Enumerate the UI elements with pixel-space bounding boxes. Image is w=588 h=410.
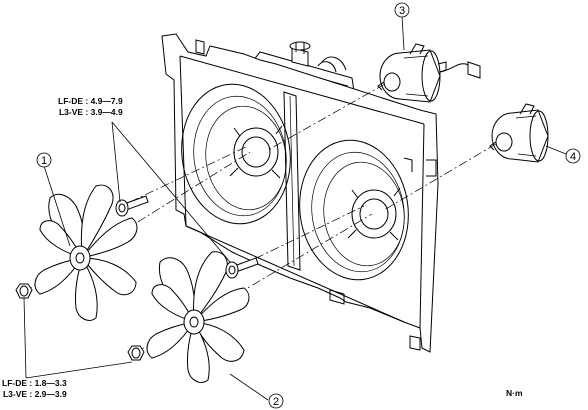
torque-spec-upper-line1: LF-DE : 4.9—7.9	[58, 96, 123, 106]
callout-4: 4	[565, 148, 581, 164]
centerline-bolt-upper	[129, 145, 249, 203]
torque-spec-lower: LF-DE : 1.8—3.3 L3-VE : 2.9—3.9	[2, 378, 67, 400]
nut-right	[127, 345, 145, 361]
bolt-lower	[225, 257, 259, 279]
torque-unit: N·m	[506, 388, 523, 398]
torque-spec-lower-line2: L3-VE : 2.9—3.9	[2, 389, 67, 399]
nut-left	[15, 283, 33, 299]
callout-2-label: 2	[273, 396, 279, 408]
leader-callout-3	[401, 15, 405, 51]
fan-motor-upper	[377, 43, 481, 103]
fan-shroud	[161, 33, 439, 353]
leader-torque-upper-b	[111, 121, 231, 263]
callout-1-label: 1	[41, 155, 47, 167]
leader-callout-4	[545, 145, 567, 155]
leader-torque-lower-b	[25, 361, 133, 379]
callout-2: 2	[268, 393, 284, 409]
centerline-fan-left	[79, 151, 251, 259]
leader-callout-1	[43, 165, 71, 247]
centerline-bolt-lower	[239, 205, 365, 267]
leader-torque-upper-a	[111, 121, 121, 203]
centerline-motor-right	[383, 143, 497, 211]
torque-spec-upper-line2: L3-VE : 3.9—4.9	[58, 107, 123, 117]
callout-3-label: 3	[399, 5, 405, 17]
callout-4-label: 4	[570, 151, 576, 163]
callout-1: 1	[36, 152, 52, 168]
cooling-fan-left	[34, 184, 138, 321]
callout-3: 3	[394, 2, 410, 18]
torque-spec-upper: LF-DE : 4.9—7.9 L3-VE : 3.9—4.9	[58, 96, 123, 118]
torque-spec-lower-line1: LF-DE : 1.8—3.3	[2, 378, 67, 388]
cooling-fan-right	[146, 251, 250, 383]
centerline-motor-upper	[267, 83, 386, 151]
leader-callout-2	[229, 373, 269, 401]
fan-motor-right	[489, 103, 549, 163]
bolt-upper	[115, 195, 149, 217]
leader-torque-lower-a	[23, 297, 27, 379]
